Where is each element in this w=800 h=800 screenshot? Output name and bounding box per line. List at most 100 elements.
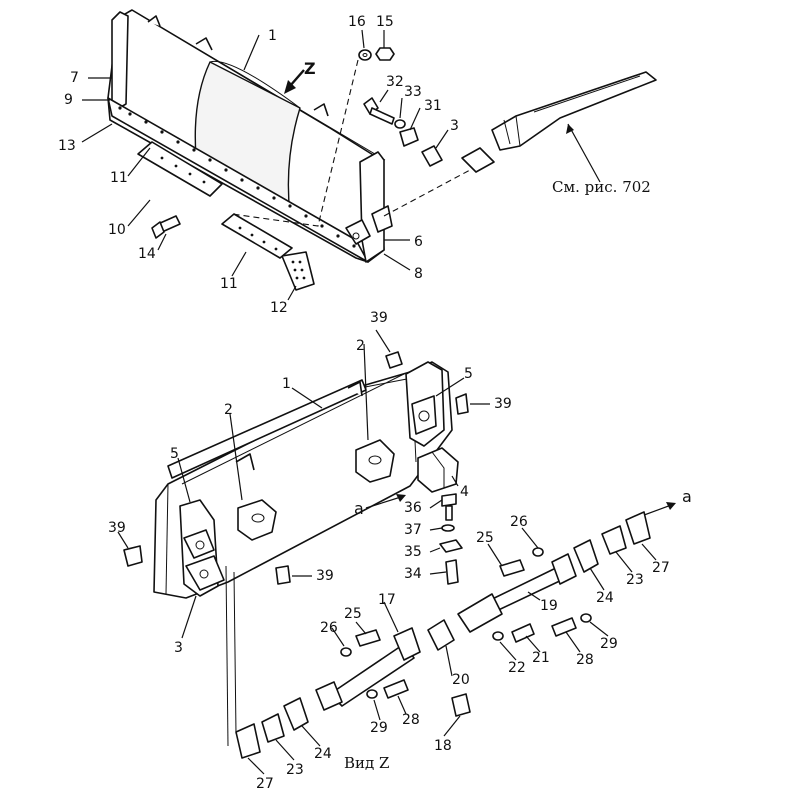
bolt-21 [511, 623, 535, 643]
fitting-39b [455, 393, 469, 415]
callout-39d: 39 [316, 568, 334, 584]
cap-24b [283, 697, 309, 731]
callout-5a: 5 [170, 446, 179, 462]
pin-34 [445, 559, 459, 585]
fitting-39c [123, 545, 143, 567]
callout-10: 10 [108, 222, 126, 238]
block [461, 147, 495, 173]
callout-32: 32 [386, 74, 404, 90]
callout-18: 18 [434, 738, 452, 754]
callout-23a: 23 [626, 572, 644, 588]
bolt-36 [441, 493, 457, 507]
callout-33: 33 [404, 84, 422, 100]
callout-19: 19 [540, 598, 558, 614]
callout-14: 14 [138, 246, 156, 262]
callout-35: 35 [404, 544, 422, 560]
cutting-edge-10 [137, 141, 223, 197]
view-z-caption: Вид Z [344, 754, 389, 772]
callout-37: 37 [404, 522, 422, 538]
cap-27a [625, 511, 651, 545]
part-4 [417, 447, 459, 493]
callout-5b: 5 [464, 366, 473, 382]
blade-top-assembly [81, 9, 657, 301]
callout-23b: 23 [286, 762, 304, 778]
callout-3-top: 3 [450, 118, 459, 134]
cap-23a [601, 525, 627, 555]
callout-6: 6 [414, 234, 423, 250]
cap-24a [573, 539, 599, 573]
callout-1-bottom: 1 [282, 376, 291, 392]
washer-29b [366, 689, 378, 699]
callout-24a: 24 [596, 590, 614, 606]
washer-26a [532, 547, 544, 557]
callout-27b: 27 [256, 776, 274, 792]
nut-15 [375, 47, 395, 61]
callout-a2: a [682, 487, 692, 506]
callout-39c: 39 [108, 520, 126, 536]
fitting-39a [385, 351, 403, 369]
cap-27b [235, 723, 261, 759]
top-callouts: 1 7 9 13 11 10 14 11 12 6 8 16 15 32 33 … [58, 14, 651, 316]
callout-26b: 26 [320, 620, 338, 636]
cutting-edge-strip [107, 97, 369, 263]
fitting-18 [451, 693, 471, 717]
callout-29b: 29 [370, 720, 388, 736]
plate-35 [439, 539, 463, 553]
callout-28a: 28 [576, 652, 594, 668]
callout-a1: a [354, 499, 364, 518]
callout-26a: 26 [510, 514, 528, 530]
callout-16: 16 [348, 14, 366, 30]
callout-8: 8 [414, 266, 423, 282]
callout-31: 31 [424, 98, 442, 114]
callout-11b: 11 [220, 276, 238, 292]
callout-4: 4 [460, 484, 469, 500]
callout-20: 20 [452, 672, 470, 688]
washer-33 [394, 119, 406, 129]
callout-15: 15 [376, 14, 394, 30]
callout-21: 21 [532, 650, 550, 666]
washer-29a [580, 613, 592, 623]
plate-31 [399, 127, 419, 147]
callout-39b: 39 [494, 396, 512, 412]
strip-holes [118, 106, 356, 248]
callout-34: 34 [404, 566, 422, 582]
callout-3-bottom: 3 [174, 640, 183, 656]
bolt-28a [551, 617, 577, 637]
bolt-28b [383, 679, 409, 699]
callout-17: 17 [378, 592, 396, 608]
pin-3 [421, 145, 443, 167]
callout-25a: 25 [476, 530, 494, 546]
bottom-callouts: 1 2 2 5 5 39 39 39 39 4 3 a a 36 37 35 3… [108, 310, 692, 792]
callout-24b: 24 [314, 746, 332, 762]
right-end-plate [359, 151, 385, 263]
bolt-25b [355, 629, 381, 647]
callout-22: 22 [508, 660, 526, 676]
cap-23b [261, 713, 285, 743]
callout-12: 12 [270, 300, 288, 316]
callout-25b: 25 [344, 606, 362, 622]
callout-2b: 2 [356, 338, 365, 354]
view-z-marker: Z [304, 59, 316, 78]
callout-7: 7 [70, 70, 79, 86]
end-bit [281, 251, 315, 291]
callout-1-top: 1 [268, 28, 277, 44]
callout-9: 9 [64, 92, 73, 108]
washer-22 [492, 631, 504, 641]
callout-13: 13 [58, 138, 76, 154]
washer-26b [340, 647, 352, 657]
callout-29a: 29 [600, 636, 618, 652]
callout-36: 36 [404, 500, 422, 516]
frame-bottom-assembly [117, 329, 676, 775]
washer-37 [441, 524, 455, 532]
push-arm [491, 71, 657, 151]
callout-2a: 2 [224, 402, 233, 418]
left-end-plate [111, 11, 129, 113]
callout-27a: 27 [652, 560, 670, 576]
callout-28b: 28 [402, 712, 420, 728]
see-figure-caption: См. рис. 702 [552, 178, 651, 196]
cutting-edge-lower [221, 213, 293, 259]
callout-11a: 11 [110, 170, 128, 186]
bolt-25a [499, 559, 525, 577]
callout-39a: 39 [370, 310, 388, 326]
